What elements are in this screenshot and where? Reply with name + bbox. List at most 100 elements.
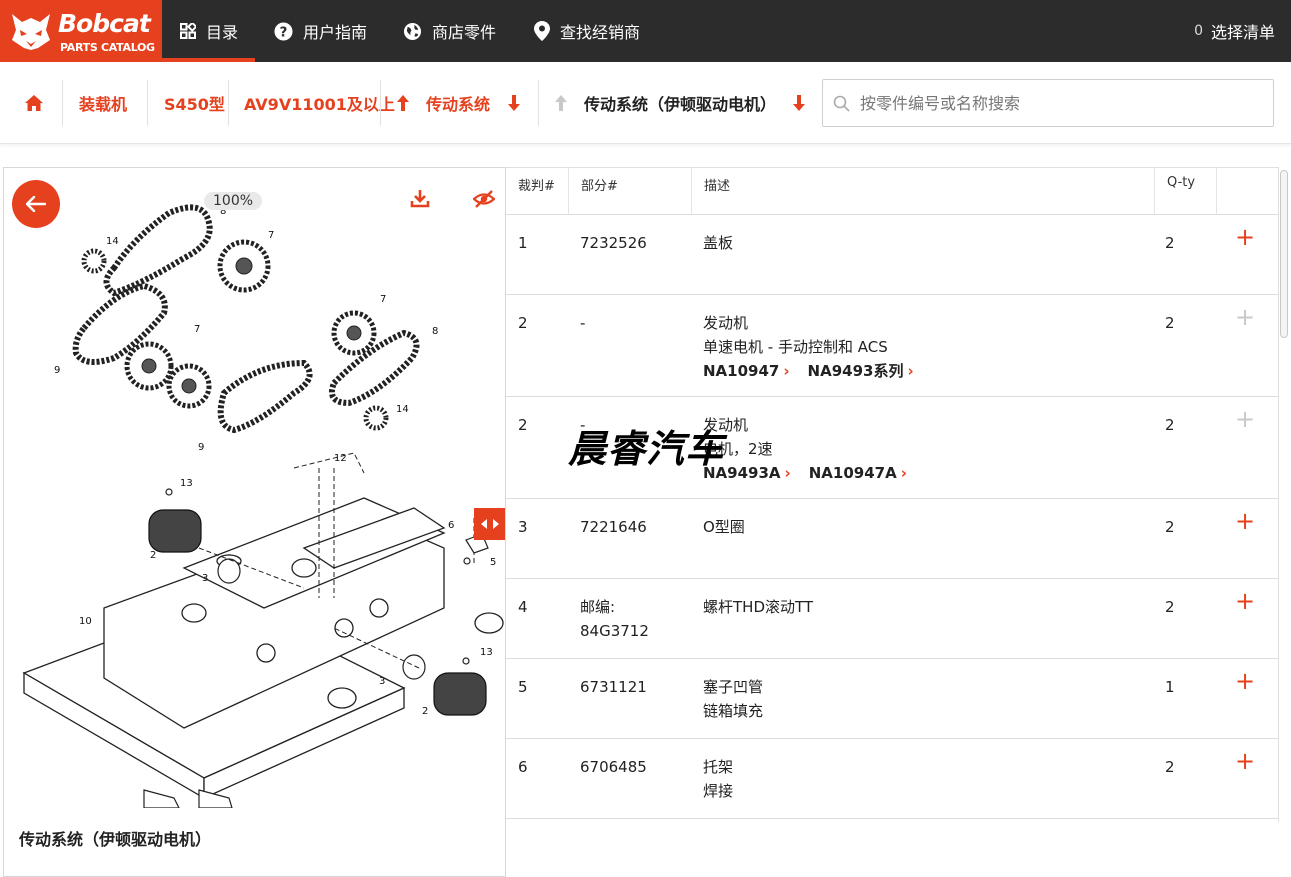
row-description: 螺杆THD滚动TT: [703, 598, 814, 616]
add-to-list-button-disabled: +: [1235, 303, 1256, 331]
column-ref: 裁判#: [518, 179, 555, 194]
callout-label: 6: [448, 520, 454, 531]
table-row[interactable]: 4 邮编: 84G3712 螺杆THD滚动TT 2 +: [506, 579, 1278, 659]
pick-list-label: 选择清单: [1210, 23, 1275, 42]
exploded-parts-drawing[interactable]: 14 8 7 9 7 7 8 9 14 12 13 6 5 2 3 10 3 1…: [4, 168, 506, 808]
add-to-list-button-disabled: +: [1235, 405, 1256, 433]
add-to-list-button[interactable]: +: [1235, 587, 1256, 615]
download-icon: [410, 190, 430, 208]
row-part-number: -: [580, 314, 586, 332]
table-row[interactable]: 2 - 发动机 电机，2速 NA9493A› NA10947A› 2 +: [506, 397, 1278, 499]
bobcat-logo[interactable]: Bobcat PARTS CATALOG: [0, 0, 162, 62]
variant-links: NA9493A› NA10947A›: [703, 461, 907, 485]
callout-label: 2: [150, 550, 156, 561]
breadcrumb-section[interactable]: 传动系统: [426, 95, 491, 114]
search-icon: [833, 95, 850, 112]
callout-label: 14: [106, 236, 119, 247]
callout-label: 3: [379, 676, 385, 687]
arrow-down-icon: [793, 95, 805, 111]
variant-link-label: NA9493A: [703, 464, 781, 482]
row-part-number: 7232526: [580, 234, 647, 252]
row-qty: 2: [1165, 518, 1175, 536]
row-ref: 2: [518, 314, 528, 332]
callout-label: 14: [396, 404, 409, 415]
arrow-up-icon: [397, 95, 409, 111]
breadcrumb-loader[interactable]: 装载机: [79, 95, 128, 114]
callout-label: 3: [202, 573, 208, 584]
nav-user-guide[interactable]: ? 用户指南: [274, 0, 367, 62]
callout-label: 7: [268, 230, 274, 241]
table-header: 裁判# 部分# 描述 Q-ty: [506, 168, 1278, 215]
breadcrumb-divider: [538, 80, 539, 126]
row-part-number: 7221646: [580, 518, 647, 536]
row-description: 盖板: [703, 234, 734, 252]
page-up-button[interactable]: [554, 62, 568, 144]
logo-wordmark: Bobcat: [58, 9, 151, 38]
nav-shop-parts[interactable]: 商店零件: [403, 0, 496, 62]
row-ref: 2: [518, 416, 528, 434]
arrow-left-icon: [26, 196, 46, 212]
variant-link[interactable]: NA9493A›: [703, 461, 791, 485]
section-up-button[interactable]: [396, 62, 410, 144]
bobcat-head-icon: [12, 14, 50, 50]
globe-icon: [403, 22, 422, 40]
row-description-block: 塞子凹管 链箱填充: [703, 675, 763, 723]
page-down-button[interactable]: [792, 62, 806, 144]
logo-subtitle: PARTS CATALOG: [60, 41, 155, 54]
nav-user-guide-label: 用户指南: [303, 23, 368, 42]
table-scrollbar[interactable]: [1280, 170, 1288, 338]
variant-link-label: NA10947A: [808, 464, 897, 482]
table-row[interactable]: 2 - 发动机 单速电机 - 手动控制和 ACS NA10947› NA9493…: [506, 295, 1278, 397]
back-button[interactable]: [12, 180, 60, 228]
variant-link[interactable]: NA10947A›: [809, 461, 907, 485]
home-button[interactable]: [24, 62, 44, 144]
nav-catalog[interactable]: 目录: [180, 0, 238, 62]
arrow-down-icon: [508, 95, 520, 111]
download-button[interactable]: [410, 188, 430, 212]
diagram-caption: 传动系统（伊顿驱动电机）: [4, 808, 505, 876]
breadcrumb-divider: [147, 80, 148, 126]
hide-callouts-button[interactable]: [472, 189, 496, 213]
breadcrumb-serial[interactable]: AV9V11001及以上: [244, 95, 395, 114]
section-down-button[interactable]: [507, 62, 521, 144]
callout-label: 8: [432, 326, 438, 337]
column-qty: Q-ty: [1154, 168, 1216, 215]
row-part-number: 邮编:: [580, 598, 616, 616]
search-box[interactable]: [822, 79, 1274, 127]
callout-label: 13: [180, 478, 193, 489]
breadcrumb-model[interactable]: S450型: [164, 95, 225, 114]
table-row[interactable]: 5 6731121 塞子凹管 链箱填充 1 +: [506, 659, 1278, 739]
row-description: 发动机: [703, 416, 749, 434]
resize-panel-handle[interactable]: [474, 508, 505, 540]
help-circle-icon: ?: [274, 21, 293, 41]
breadcrumb-divider: [228, 80, 229, 126]
nav-find-dealer-label: 查找经销商: [560, 23, 641, 42]
column-add: [1216, 168, 1278, 215]
zoom-level: 100%: [204, 192, 263, 210]
callout-label: 9: [54, 365, 60, 376]
home-icon: [25, 95, 43, 111]
search-input[interactable]: [860, 93, 1260, 113]
row-description-block: 发动机 单速电机 - 手动控制和 ACS NA10947› NA9493系列›: [703, 311, 914, 383]
nav-find-dealer[interactable]: 查找经销商: [534, 0, 640, 62]
table-row[interactable]: 6 6706485 托架 焊接 2 +: [506, 739, 1278, 819]
table-row[interactable]: 3 7221646 O型圈 2 +: [506, 499, 1278, 579]
callout-label: 7: [194, 324, 200, 335]
variant-link[interactable]: NA9493系列›: [808, 359, 914, 383]
variant-link[interactable]: NA10947›: [703, 359, 790, 383]
variant-link-label: NA10947: [703, 362, 780, 380]
split-arrows-icon: [481, 519, 499, 529]
add-to-list-button[interactable]: +: [1235, 747, 1256, 775]
grid-icon: [180, 23, 196, 39]
chevron-right-icon: ›: [900, 464, 907, 482]
row-description-detail: 焊接: [703, 782, 734, 800]
table-row[interactable]: 1 7232526 盖板 2 +: [506, 215, 1278, 295]
pick-list-button[interactable]: 0 选择清单: [1194, 0, 1275, 62]
add-to-list-button[interactable]: +: [1235, 507, 1256, 535]
add-to-list-button[interactable]: +: [1235, 223, 1256, 251]
row-description: 托架: [703, 758, 734, 776]
parts-table: 裁判# 部分# 描述 Q-ty 1 7232526 盖板 2 + 2 - 发动机…: [506, 167, 1279, 822]
row-qty: 2: [1165, 314, 1175, 332]
watermark-text: 晨睿汽车: [568, 426, 725, 471]
add-to-list-button[interactable]: +: [1235, 667, 1256, 695]
